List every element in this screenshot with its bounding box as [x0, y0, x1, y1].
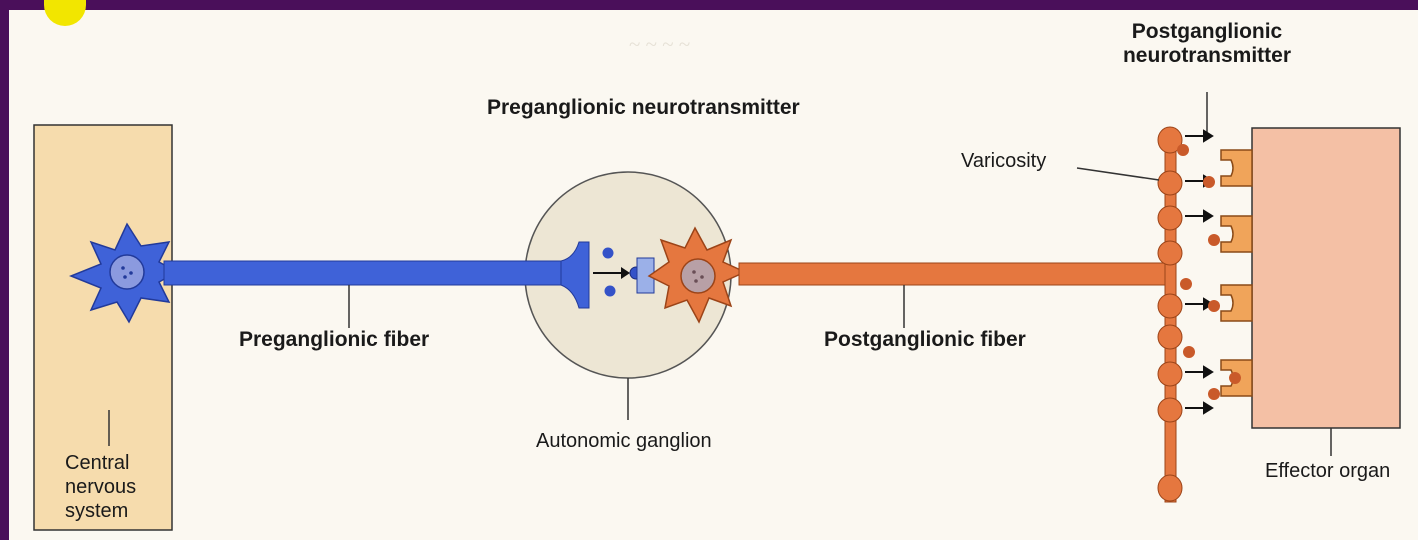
autonomic-ganglion-label: Autonomic ganglion	[536, 429, 712, 453]
autonomic-pathway-diagram	[9, 10, 1418, 540]
preganglionic-nucleus	[110, 255, 144, 289]
central-nervous-system-label: Central nervous system	[65, 451, 175, 523]
varicosity	[1158, 362, 1182, 386]
varicosity-label: Varicosity	[961, 149, 1046, 173]
varicosity	[1158, 475, 1182, 501]
preganglionic-fiber-label: Preganglionic fiber	[239, 328, 429, 352]
release-arrows	[1185, 131, 1212, 413]
preganglionic-nt-dot	[603, 248, 614, 259]
postganglionic-nt-dots	[1177, 144, 1220, 400]
figure-canvas: ~ ~ ~ ~	[9, 10, 1418, 540]
bound-nt-dot	[1229, 372, 1241, 384]
postganglionic-axon	[739, 263, 1169, 285]
varicosity	[1158, 241, 1182, 265]
varicosity	[1158, 325, 1182, 349]
effector-organ-label: Effector organ	[1265, 459, 1390, 483]
preganglionic-nt-dot	[605, 286, 616, 297]
varicosity	[1158, 206, 1182, 230]
postganglionic-neurotransmitter-label: Postganglionic neurotransmitter	[1092, 20, 1322, 68]
postganglionic-fiber-label: Postganglionic fiber	[824, 328, 1026, 352]
effector-receptors	[1221, 150, 1252, 396]
postganglionic-nucleus	[681, 259, 715, 293]
preganglionic-axon	[164, 261, 564, 285]
varicosity	[1158, 398, 1182, 422]
varicosity	[1158, 294, 1182, 318]
effector-organ-block	[1252, 128, 1400, 428]
varicosity-leader	[1077, 168, 1159, 180]
varicosity	[1158, 171, 1182, 195]
preganglionic-neurotransmitter-label: Preganglionic neurotransmitter	[487, 96, 687, 120]
